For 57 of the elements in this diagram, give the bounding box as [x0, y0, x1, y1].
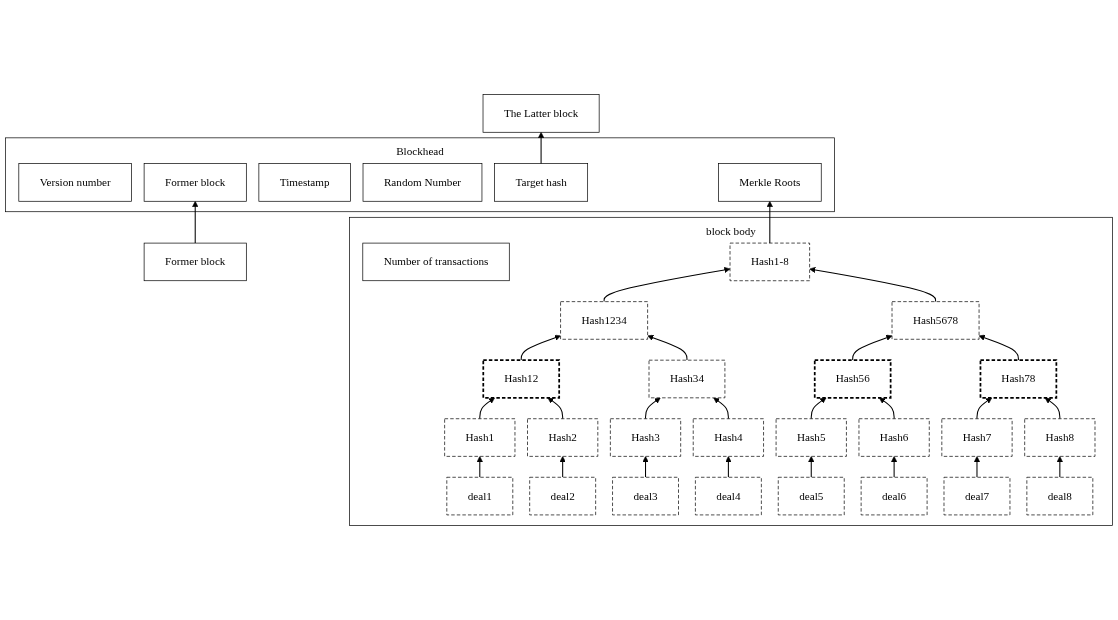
- node-box: Hash8: [1024, 418, 1096, 457]
- arrow: [538, 132, 545, 165]
- arrow: [520, 334, 561, 361]
- node-box: Former block: [143, 242, 247, 282]
- node-box: Hash6: [858, 418, 930, 457]
- arrow: [647, 334, 688, 361]
- arrow: [725, 456, 732, 478]
- arrow: [809, 266, 937, 303]
- arrow: [879, 397, 895, 420]
- arrow: [891, 456, 898, 478]
- node-box: Former block: [143, 163, 247, 202]
- arrow: [808, 456, 815, 478]
- arrow: [810, 397, 827, 420]
- node-box: Timestamp: [258, 163, 351, 202]
- arrow: [642, 456, 649, 478]
- node-box: deal3: [612, 476, 679, 516]
- node-box: Merkle Roots: [718, 163, 822, 202]
- node-box: Hash34: [648, 359, 726, 399]
- node-box: Hash78: [979, 359, 1058, 399]
- node-box: deal7: [943, 476, 1011, 516]
- arrow: [645, 397, 661, 420]
- node-box: Hash4: [692, 418, 764, 457]
- node-box: Hash1-8: [729, 242, 810, 282]
- arrow: [1044, 397, 1061, 420]
- node-box: Hash5: [775, 418, 847, 457]
- node-box: Hash1234: [560, 301, 648, 340]
- node-box: Hash7: [941, 418, 1013, 457]
- node-box: Hash5678: [891, 301, 980, 340]
- node-box: deal2: [529, 476, 596, 516]
- node-box: The Latter block: [482, 94, 600, 133]
- arrow: [852, 334, 893, 361]
- node-box: Target hash: [494, 163, 588, 202]
- arrow: [192, 201, 199, 244]
- arrow: [976, 397, 993, 420]
- arrow: [603, 266, 731, 303]
- node-box: Random Number: [362, 163, 483, 202]
- node-box: deal1: [446, 476, 514, 516]
- node-box: deal5: [777, 476, 845, 516]
- arrow: [973, 456, 981, 478]
- arrow: [978, 334, 1019, 361]
- node-box: deal4: [695, 476, 762, 516]
- node-box: Hash2: [527, 418, 599, 457]
- node-box: Hash3: [610, 418, 682, 457]
- node-box: Hash56: [813, 359, 892, 399]
- node-box: Hash12: [482, 359, 561, 399]
- arrow: [1056, 456, 1063, 478]
- node-box: Version number: [18, 163, 132, 202]
- arrow: [559, 456, 566, 478]
- arrow: [479, 397, 495, 420]
- arrow: [476, 456, 483, 478]
- arrow: [713, 397, 729, 420]
- arrow: [766, 201, 773, 244]
- arrow: [547, 397, 564, 420]
- node-box: Number of transactions: [362, 242, 510, 282]
- node-box: deal8: [1026, 476, 1094, 516]
- node-box: Hash1: [444, 418, 516, 457]
- node-box: deal6: [860, 476, 928, 516]
